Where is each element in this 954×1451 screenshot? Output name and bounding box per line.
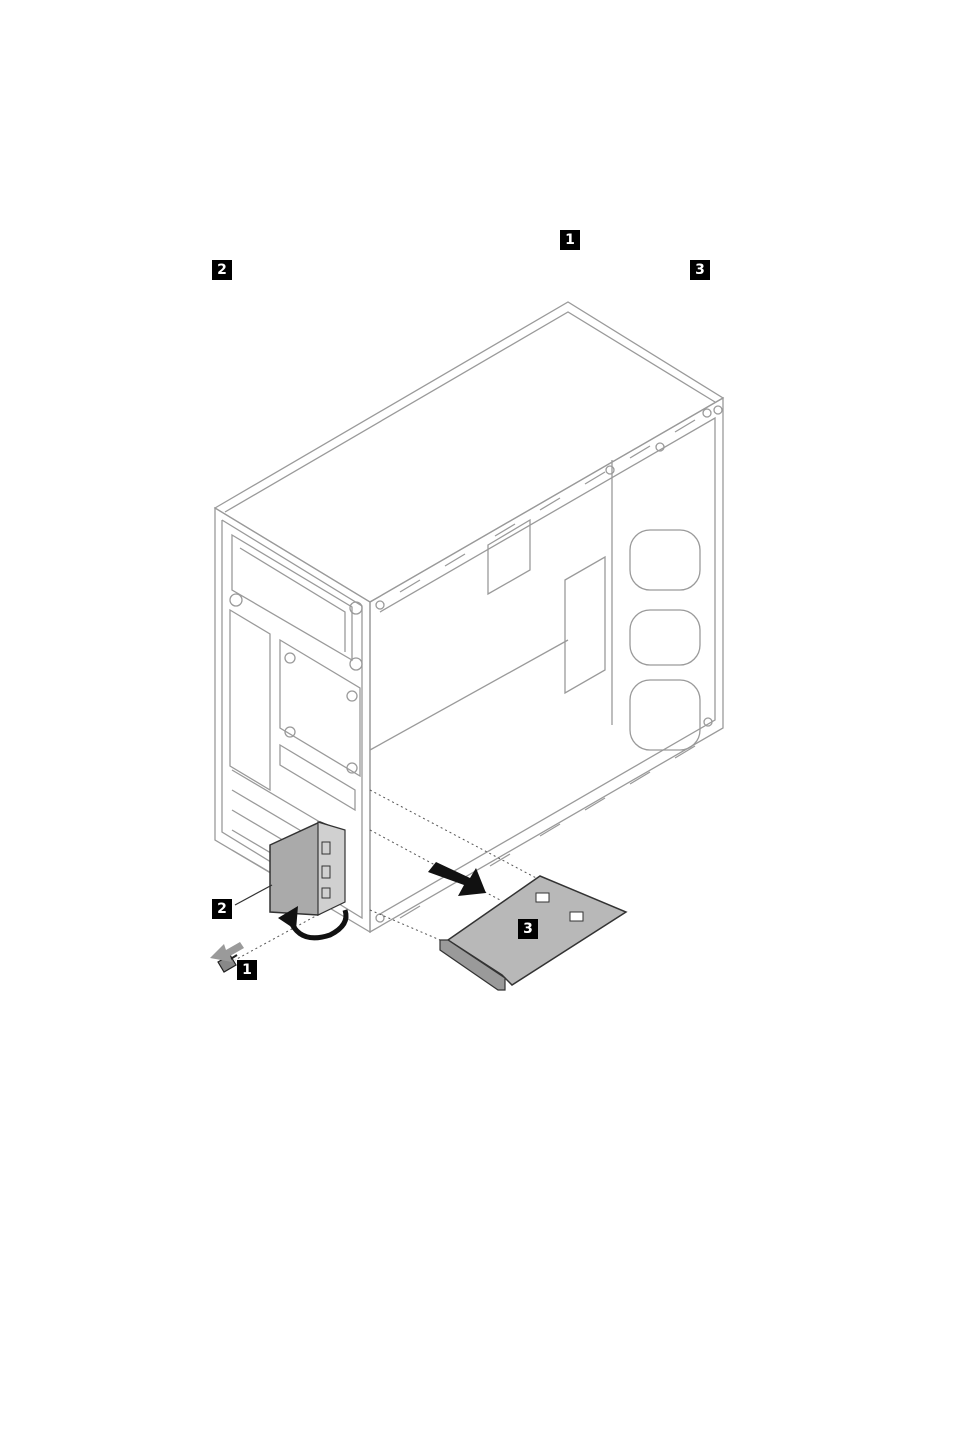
diagram-callout-screw: 1 (237, 960, 257, 980)
diagram-callout-retainer: 2 (212, 899, 232, 919)
diagram-callout-card: 3 (518, 919, 538, 939)
card-notch (536, 893, 549, 902)
rear-fan-grille (280, 640, 360, 776)
card-notch (570, 912, 583, 921)
screw-removal-arrow (210, 942, 244, 962)
chassis-top-panel (215, 302, 723, 602)
pull-direction-arrow (428, 862, 486, 896)
